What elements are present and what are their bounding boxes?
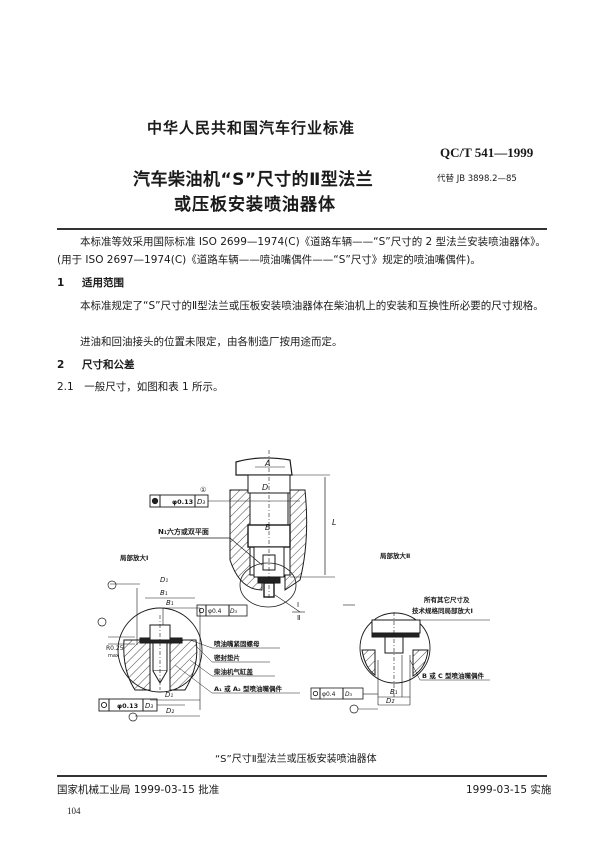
detail-II-title: 局部放大Ⅱ (380, 551, 410, 560)
implementation-date: 1999-03-15 实施 (466, 784, 552, 796)
hex-label: N₁六方或双平面 (158, 527, 209, 536)
section-1-paragraph-2: 进油和回油接头的位置未限定，由各制造厂按用途而定。 (80, 336, 343, 348)
detail-I-title: 局部放大Ⅰ (120, 553, 148, 562)
label-L: L (332, 518, 336, 527)
approval-note: 国家机械工业局 1999-03-15 批准 (57, 784, 220, 796)
label-D2: D₂ (166, 707, 174, 715)
section-2-heading: 2 尺寸和公差 (57, 357, 134, 372)
label-D3-top: D₃ (230, 608, 238, 615)
circle-1-marker: ① (200, 486, 206, 494)
label-B1-inner: B₁ (166, 599, 174, 607)
gasket-label: 密封垫片 (214, 653, 240, 662)
page-number: 104 (67, 806, 81, 816)
nozzle-BC-label: B 或 C 型喷油嘴偶件 (422, 671, 485, 680)
label-D1: D₁ (160, 576, 168, 584)
label-D2-II: D₂ (386, 697, 394, 705)
label-D3: D₃ (197, 498, 205, 506)
intro-line2: (用于 ISO 2697—1974(C)《道路车辆——喷油嘴偶件——“S”尺寸》… (57, 254, 481, 266)
tolerance-04: φ0.4 (208, 608, 222, 615)
roman-I-label: Ⅰ (297, 601, 299, 609)
label-A: A (264, 459, 270, 468)
tolerance-013-bottom: φ0.13 (117, 702, 138, 710)
clause-2-1: 2.1 一般尺寸，如图和表 1 所示。 (57, 381, 224, 393)
tolerance-04-II: φ0.4 (322, 691, 336, 698)
radius-max-label: max (108, 653, 119, 659)
figure-caption: “S”尺寸Ⅱ型法兰或压板安装喷油器体 (215, 754, 377, 765)
section-1-heading: 1 适用范围 (57, 275, 124, 290)
others-line2: 技术规格同局部放大Ⅰ (412, 606, 473, 615)
standard-body-title: 中华人民共和国汽车行业标准 (147, 119, 356, 137)
radius-label: R0.25 (106, 645, 124, 652)
label-B1-II: B₁ (390, 688, 398, 696)
label-D3-bottom: D₃ (145, 702, 153, 710)
label-B1: B₁ (160, 589, 168, 597)
replaces-note: 代替 JB 3898.2—85 (437, 174, 517, 184)
intro-line1: 本标准等效采用国际标准 ISO 2699—1974(C)《道路车辆——“S”尺寸… (80, 236, 546, 248)
label-B: B (265, 523, 271, 532)
section-1-paragraph-1: 本标准规定了“S”尺寸的Ⅱ型法兰或压板安装喷油器体在柴油机上的安装和互换性所必要… (80, 300, 544, 312)
label-D1-bottom: D₁ (165, 691, 173, 699)
injector-cap (235, 457, 293, 476)
cylinder-head-label: 柴油机气缸盖 (213, 667, 254, 676)
others-line1: 所有其它尺寸及 (424, 595, 470, 604)
document-title-line2: 或压板安装喷油器体 (174, 195, 336, 215)
document-title-line1: 汽车柴油机“S”尺寸的Ⅱ型法兰 (133, 170, 374, 190)
label-D: D (262, 483, 268, 492)
section-number: 2 (57, 359, 65, 371)
section-title: 尺寸和公差 (81, 359, 135, 371)
header-divider (57, 228, 547, 230)
intro-paragraph: 本标准等效采用国际标准 ISO 2699—1974(C)《道路车辆——“S”尺寸… (57, 233, 552, 269)
roman-II-label: Ⅱ (297, 614, 300, 622)
nozzle-A-label: A₁ 或 A₂ 型喷油嘴偶件 (214, 684, 283, 693)
footer-divider (57, 775, 547, 777)
tolerance-value: φ0.13 (172, 498, 193, 506)
section-title: 适用范围 (81, 277, 124, 289)
nut-label: 喷油嘴紧固螺母 (214, 639, 260, 648)
label-D3-II: D₃ (345, 691, 353, 698)
section-number: 1 (57, 277, 65, 289)
standard-code: QC/T 541—1999 (440, 145, 534, 160)
